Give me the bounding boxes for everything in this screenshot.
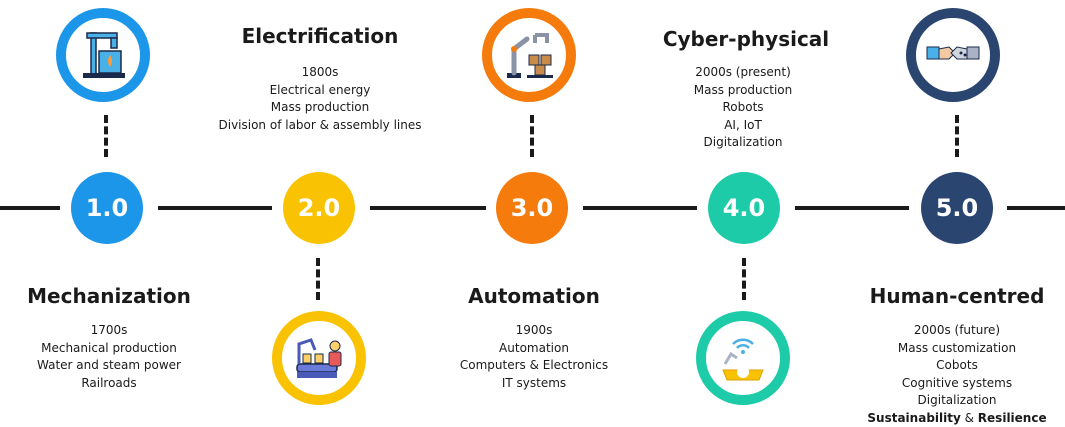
detail-line: Cobots: [936, 358, 978, 372]
robot-arm-icon: [507, 33, 553, 78]
detail-line: AI, IoT: [724, 117, 762, 132]
detail-line: 1700s: [90, 323, 128, 337]
timeline-line: [0, 206, 60, 210]
stage-2-icon-ring: [272, 311, 366, 405]
detail-line: 1800s: [301, 65, 339, 79]
detail-line: Mass production: [693, 82, 793, 97]
detail-line: Railroads: [81, 375, 137, 390]
detail-line: Mass production: [270, 100, 370, 114]
stage-5-icon-ring: [906, 8, 1000, 102]
stage-1-details: 1700s Mechanical production Water and st…: [37, 322, 181, 392]
detail-line: Automation: [499, 340, 569, 355]
connector-dash: [104, 115, 112, 157]
stage-1-title: Mechanization: [27, 284, 191, 308]
detail-line: Mass customization: [897, 340, 1017, 355]
detail-line: 1900s: [515, 323, 553, 337]
timeline-line: [583, 206, 697, 210]
timeline-line: [158, 206, 272, 210]
detail-line: Robots: [722, 100, 764, 114]
stage-3-number: 3.0: [496, 172, 568, 244]
stage-1-number: 1.0: [71, 172, 143, 244]
stage-5-number: 5.0: [921, 172, 993, 244]
connector-dash: [742, 258, 750, 300]
detail-line: 2000s (present): [695, 65, 791, 79]
detail-line: Computers & Electronics: [459, 358, 609, 372]
human-robot-handshake-icon: [926, 46, 980, 60]
detail-line: Cognitive systems: [901, 375, 1013, 390]
connector-dash: [955, 115, 963, 157]
highlight-line: Sustainability & Resilience: [867, 410, 1046, 427]
stage-3-details: 1900s Automation Computers & Electronics…: [460, 322, 608, 392]
highlight-sustainability: Sustainability: [867, 410, 961, 425]
highlight-connector: &: [960, 410, 978, 425]
smart-robot-gear-icon: [722, 338, 764, 381]
detail-line: Water and steam power: [37, 358, 181, 372]
timeline-line: [1007, 206, 1065, 210]
detail-line: Electrical energy: [269, 82, 371, 97]
stage-2-number: 2.0: [283, 172, 355, 244]
assembly-line-icon: [296, 338, 342, 378]
detail-line: 2000s (future): [913, 323, 1001, 337]
stage-2-details: 1800s Electrical energy Mass production …: [218, 64, 421, 134]
connector-dash: [316, 258, 324, 300]
stage-5-details: 2000s (future) Mass customization Cobots…: [867, 322, 1046, 427]
detail-line: Digitalization: [703, 135, 783, 149]
connector-dash: [530, 115, 538, 157]
stage-4-title: Cyber-physical: [662, 27, 830, 51]
oil-pump-icon: [83, 32, 125, 78]
stage-3-title: Automation: [468, 284, 600, 308]
stage-5-title: Human-centred: [869, 284, 1045, 308]
detail-line: IT systems: [501, 375, 567, 390]
stage-4-details: 2000s (present) Mass production Robots A…: [694, 64, 792, 152]
detail-line: Division of labor & assembly lines: [218, 117, 422, 132]
detail-line: Digitalization: [917, 393, 997, 407]
highlight-resilience: Resilience: [977, 410, 1047, 425]
stage-1-icon-ring: [56, 8, 150, 102]
timeline-line: [370, 206, 486, 210]
stage-4-icon-ring: [696, 311, 790, 405]
stage-2-title: Electrification: [241, 24, 399, 48]
stage-4-number: 4.0: [708, 172, 780, 244]
timeline-line: [795, 206, 909, 210]
stage-3-icon-ring: [482, 8, 576, 102]
detail-line: Mechanical production: [41, 340, 177, 355]
